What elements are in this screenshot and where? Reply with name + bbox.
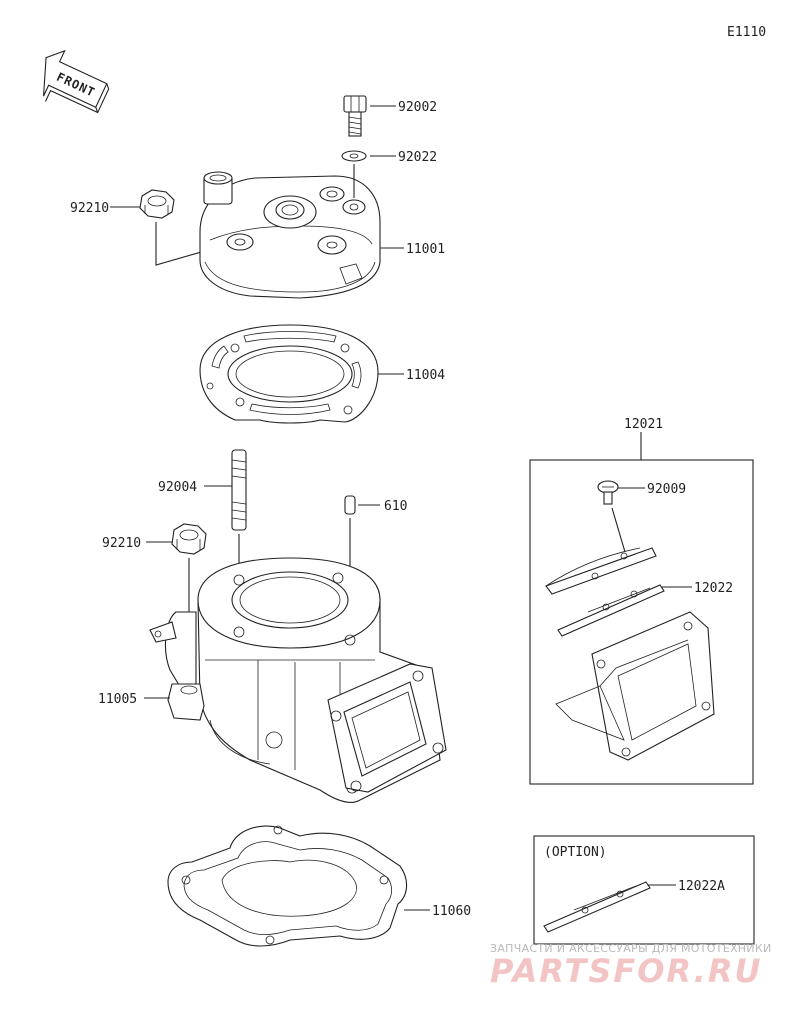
label-nut-top: 92210	[70, 201, 109, 216]
option-label: (OPTION)	[544, 845, 607, 860]
head-gasket-11004	[199, 324, 379, 424]
reed-valve-box	[529, 459, 754, 785]
screw-92009	[597, 480, 619, 505]
front-arrow-icon: FRONT	[42, 49, 110, 114]
label-reed-petal: 12022	[694, 581, 733, 596]
option-petal-12022a	[543, 881, 651, 933]
nut-92210-cylinder	[171, 523, 207, 555]
label-bolt: 92002	[398, 100, 437, 115]
label-reed-valve-assy: 12021	[624, 417, 663, 432]
option-box	[533, 835, 755, 945]
label-cylinder-head: 11001	[406, 242, 445, 257]
label-stud: 92004	[158, 480, 197, 495]
label-nut-cylinder: 92210	[102, 536, 141, 551]
label-head-gasket: 11004	[406, 368, 445, 383]
dowel-pin-610	[344, 495, 356, 515]
label-dowel-pin: 610	[384, 499, 407, 514]
base-gasket-11060	[167, 825, 408, 947]
reed-stopper-plate	[545, 547, 657, 595]
washer-92022	[341, 150, 367, 162]
nut-92210-top	[139, 189, 175, 219]
label-reed-screw: 92009	[647, 482, 686, 497]
label-option-petal: 12022A	[678, 879, 725, 894]
label-base-gasket: 11060	[432, 904, 471, 919]
watermark-tagline: ЗАПЧАСТИ И АКСЕССУАРЫ ДЛЯ МОТОТЕХНИКИ	[490, 942, 772, 955]
bolt-92002	[343, 95, 367, 137]
label-washer: 92022	[398, 150, 437, 165]
cylinder-head-11001	[199, 171, 381, 299]
label-cylinder: 11005	[98, 692, 137, 707]
stud-92004	[231, 449, 247, 531]
reed-block	[555, 611, 715, 761]
watermark-brand: PARTSFOR.RU	[490, 952, 762, 990]
cylinder-11005	[149, 557, 447, 803]
reed-petal-12022	[557, 584, 665, 637]
diagram-code: E1110	[727, 25, 766, 40]
